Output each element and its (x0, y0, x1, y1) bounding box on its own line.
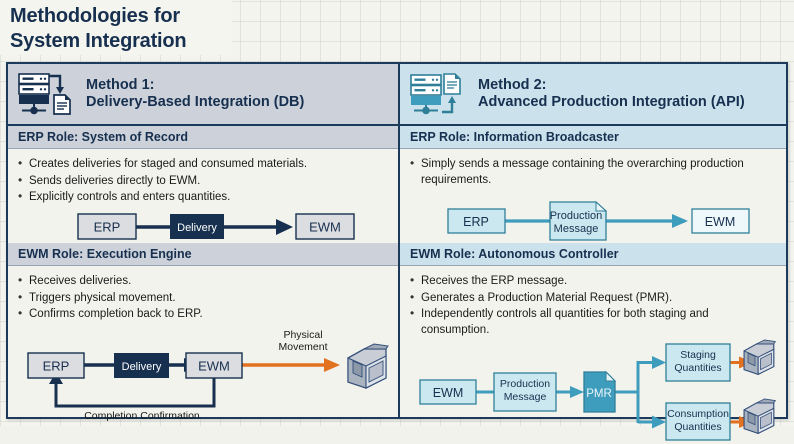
method-2-ewm-role-band: EWM Role: Autonomous Controller (400, 243, 786, 266)
node-erp-label: ERP (43, 358, 70, 373)
method-1-ewm-role-section: EWM Role: Execution Engine Receives deli… (8, 243, 398, 422)
edge-label-completion-confirmation: Completion Confirmation (84, 410, 200, 422)
page-title-line-1: Methodologies for (10, 5, 180, 27)
node-erp-label: ERP (463, 215, 489, 229)
server-upload-document-icon (408, 71, 464, 117)
node-staging-line-2: Quantities (674, 362, 721, 374)
node-delivery-label: Delivery (122, 361, 162, 373)
method-2-ewm-role-body: Receives the ERP message. Generates a Pr… (400, 266, 786, 441)
method-1-header-line-2: Delivery-Based Integration (DB) (86, 94, 305, 110)
method-1-header-line-1: Method 1: (86, 77, 155, 93)
method-2-column: Method 2: Advanced Production Integratio… (400, 64, 786, 441)
node-staging-line-1: Staging (680, 349, 716, 361)
list-item: Generates a Production Material Request … (410, 290, 776, 307)
method-1-erp-role-section: ERP Role: System of Record Creates deliv… (8, 126, 398, 243)
page-title-line-2: System Integration (10, 30, 187, 52)
node-pmr-label: PMR (586, 388, 612, 400)
list-item: Creates deliveries for staged and consum… (18, 156, 388, 173)
method-1-header: Method 1: Delivery-Based Integration (DB… (8, 64, 398, 126)
node-consumption-line-1: Consumption (667, 408, 729, 420)
node-production-message-line-1: Production (500, 378, 550, 390)
method-2-header-line-1: Method 2: (478, 77, 547, 93)
method-2-ewm-role-section: EWM Role: Autonomous Controller Receives… (400, 243, 786, 441)
server-download-document-icon (16, 71, 72, 117)
production-machine-icon (347, 342, 389, 389)
node-production-message-line-1: Production (550, 210, 603, 222)
method-2-ewm-role-bullets: Receives the ERP message. Generates a Pr… (410, 273, 776, 338)
method-1-erp-role-band: ERP Role: System of Record (8, 126, 398, 149)
list-item: Receives the ERP message. (410, 273, 776, 290)
method-1-header-text: Method 1: Delivery-Based Integration (DB… (86, 77, 304, 111)
edge-label-physical-movement-line-1: Physical (283, 329, 322, 341)
list-item: Simply sends a message containing the ov… (410, 156, 776, 188)
method-2-header-line-2: Advanced Production Integration (API) (478, 94, 745, 110)
node-ewm-label: EWM (309, 219, 341, 234)
node-consumption-line-2: Quantities (674, 421, 721, 433)
method-2-header: Method 2: Advanced Production Integratio… (400, 64, 786, 126)
method-1-column: Method 1: Delivery-Based Integration (DB… (8, 64, 400, 422)
list-item: Independently controls all quantities fo… (410, 306, 776, 338)
list-item: Sends deliveries directly to EWM. (18, 173, 388, 190)
method-2-erp-role-bullets: Simply sends a message containing the ov… (410, 156, 776, 188)
method-1-ewm-role-bullets: Receives deliveries. Triggers physical m… (18, 273, 388, 323)
method-2-erp-role-body: Simply sends a message containing the ov… (400, 149, 786, 243)
methods-comparison-panel: Method 1: Delivery-Based Integration (DB… (6, 62, 788, 441)
method-2-erp-role-section: ERP Role: Information Broadcaster Simply… (400, 126, 786, 243)
node-ewm-label: EWM (433, 386, 464, 400)
method-2-erp-role-band: ERP Role: Information Broadcaster (400, 126, 786, 149)
node-ewm-label: EWM (198, 358, 230, 373)
node-erp-label: ERP (94, 219, 121, 234)
method-1-erp-role-body: Creates deliveries for staged and consum… (8, 149, 398, 243)
node-ewm-label: EWM (705, 215, 736, 229)
production-machine-icon (743, 398, 776, 435)
production-machine-icon (743, 339, 776, 376)
node-production-message-line-2: Message (554, 223, 599, 235)
list-item: Receives deliveries. (18, 273, 388, 290)
method-1-ewm-role-body: Receives deliveries. Triggers physical m… (8, 266, 398, 422)
method-1-ewm-role-band: EWM Role: Execution Engine (8, 243, 398, 266)
list-item: Triggers physical movement. (18, 290, 388, 307)
method-1-erp-role-bullets: Creates deliveries for staged and consum… (18, 156, 388, 206)
node-delivery-label: Delivery (177, 222, 217, 234)
page-title: Methodologies for System Integration (0, 0, 232, 55)
list-item: Explicitly controls and enters quantitie… (18, 189, 388, 206)
method-2-header-text: Method 2: Advanced Production Integratio… (478, 77, 745, 111)
edge-label-physical-movement-line-2: Movement (278, 341, 327, 353)
list-item: Confirms completion back to ERP. (18, 306, 388, 323)
node-production-message-line-2: Message (504, 391, 547, 403)
